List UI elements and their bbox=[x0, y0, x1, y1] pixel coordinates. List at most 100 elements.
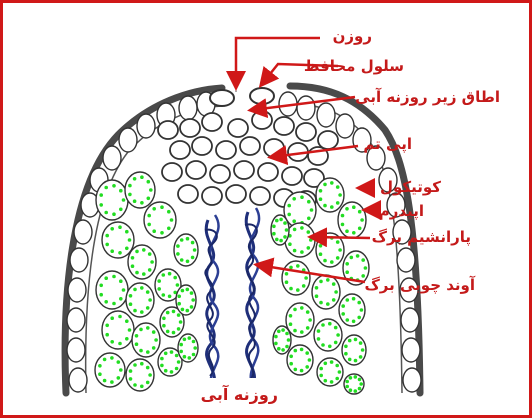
chloroplast bbox=[135, 271, 139, 275]
chloroplast bbox=[345, 229, 349, 233]
chloroplast bbox=[307, 217, 311, 221]
chloroplast bbox=[308, 358, 312, 362]
epidermis-cell bbox=[401, 308, 419, 332]
chloroplast bbox=[283, 221, 287, 225]
chloroplast bbox=[104, 211, 108, 215]
chloroplast bbox=[279, 218, 283, 222]
chloroplast bbox=[335, 364, 339, 368]
epidermis-cell bbox=[119, 128, 137, 152]
chloroplast bbox=[294, 349, 298, 353]
chloroplast bbox=[281, 348, 285, 352]
chloroplast bbox=[321, 323, 325, 327]
chloroplast bbox=[321, 343, 325, 347]
chloroplast bbox=[181, 308, 185, 312]
chloroplast bbox=[307, 230, 311, 234]
chloroplast bbox=[300, 348, 304, 352]
chloroplast bbox=[148, 268, 152, 272]
chloroplast bbox=[283, 235, 287, 239]
chloroplast bbox=[117, 360, 121, 364]
chloroplast bbox=[354, 359, 358, 363]
epithem-cell bbox=[202, 187, 222, 205]
chloroplast bbox=[160, 205, 164, 209]
epithem-cell bbox=[252, 111, 272, 129]
parenchyma-cells bbox=[95, 172, 369, 394]
chloroplast bbox=[307, 246, 311, 250]
chloroplast bbox=[293, 249, 297, 253]
chloroplast bbox=[359, 341, 363, 345]
epithem-cell bbox=[210, 165, 230, 183]
chloroplast bbox=[341, 312, 345, 316]
chloroplast bbox=[110, 316, 114, 320]
chloroplast bbox=[285, 272, 289, 276]
chloroplast bbox=[110, 340, 114, 344]
chloroplast bbox=[315, 294, 319, 298]
epithem-cell bbox=[186, 161, 206, 179]
label-guard-cell: سلول محافظ bbox=[304, 57, 404, 75]
chloroplast bbox=[334, 326, 338, 330]
chloroplast bbox=[122, 288, 126, 292]
chloroplast bbox=[119, 279, 123, 283]
chloroplast bbox=[281, 328, 285, 332]
chloroplast bbox=[148, 373, 152, 377]
epidermis-cell bbox=[103, 146, 121, 170]
chloroplast bbox=[157, 279, 161, 283]
chloroplast bbox=[289, 355, 293, 359]
epithem-cell bbox=[282, 167, 302, 185]
chloroplast bbox=[105, 234, 109, 238]
chloroplast bbox=[317, 329, 321, 333]
chloroplast bbox=[352, 231, 356, 235]
chloroplast bbox=[306, 326, 310, 330]
epidermis-cell bbox=[67, 308, 85, 332]
chloroplast bbox=[105, 243, 109, 247]
chloroplast bbox=[133, 363, 137, 367]
chloroplast bbox=[112, 212, 116, 216]
chloroplast bbox=[272, 232, 276, 236]
chloroplast bbox=[183, 355, 187, 359]
chloroplast bbox=[352, 205, 356, 209]
chloroplast bbox=[336, 256, 340, 260]
chloroplast bbox=[334, 341, 338, 345]
chloroplast bbox=[287, 213, 291, 217]
chloroplast bbox=[129, 377, 133, 381]
chloroplast bbox=[287, 338, 291, 342]
chloroplast bbox=[181, 289, 185, 293]
chloroplast bbox=[285, 228, 289, 232]
chloroplast bbox=[307, 200, 311, 204]
chloroplast bbox=[300, 195, 304, 199]
chloroplast bbox=[133, 177, 137, 181]
chloroplast bbox=[140, 310, 144, 314]
chloroplast bbox=[357, 301, 361, 305]
chloroplast bbox=[186, 260, 190, 264]
chloroplast bbox=[193, 248, 197, 252]
guard-cell-right bbox=[250, 88, 274, 104]
chloroplast bbox=[326, 278, 330, 282]
chloroplast bbox=[361, 258, 365, 262]
chloroplast bbox=[326, 302, 330, 306]
chloroplast bbox=[167, 210, 171, 214]
chloroplast bbox=[308, 318, 312, 322]
chloroplast bbox=[317, 337, 321, 341]
epithem-cell bbox=[318, 131, 338, 149]
chloroplast bbox=[147, 223, 151, 227]
epidermis-cell bbox=[68, 278, 86, 302]
chloroplast bbox=[305, 365, 309, 369]
chloroplast bbox=[131, 264, 135, 268]
chloroplast bbox=[147, 180, 151, 184]
epithem-cell bbox=[240, 137, 260, 155]
epithem-cells bbox=[158, 111, 338, 209]
chloroplast bbox=[172, 331, 176, 335]
chloroplast bbox=[119, 189, 123, 193]
leaf-xylem-vessels bbox=[205, 208, 259, 392]
chloroplast bbox=[349, 376, 353, 380]
chloroplast bbox=[330, 260, 334, 264]
epithem-cell bbox=[202, 113, 222, 131]
chloroplast bbox=[177, 313, 181, 317]
chloroplast bbox=[330, 181, 334, 185]
epidermis-cell bbox=[397, 248, 415, 272]
chloroplast bbox=[135, 334, 139, 338]
label-leaf-xylem: آوند چوبی برگ bbox=[364, 276, 475, 295]
chloroplast bbox=[346, 318, 350, 322]
chloroplast bbox=[306, 310, 310, 314]
chloroplast bbox=[190, 305, 194, 309]
epithem-cell bbox=[226, 185, 246, 203]
